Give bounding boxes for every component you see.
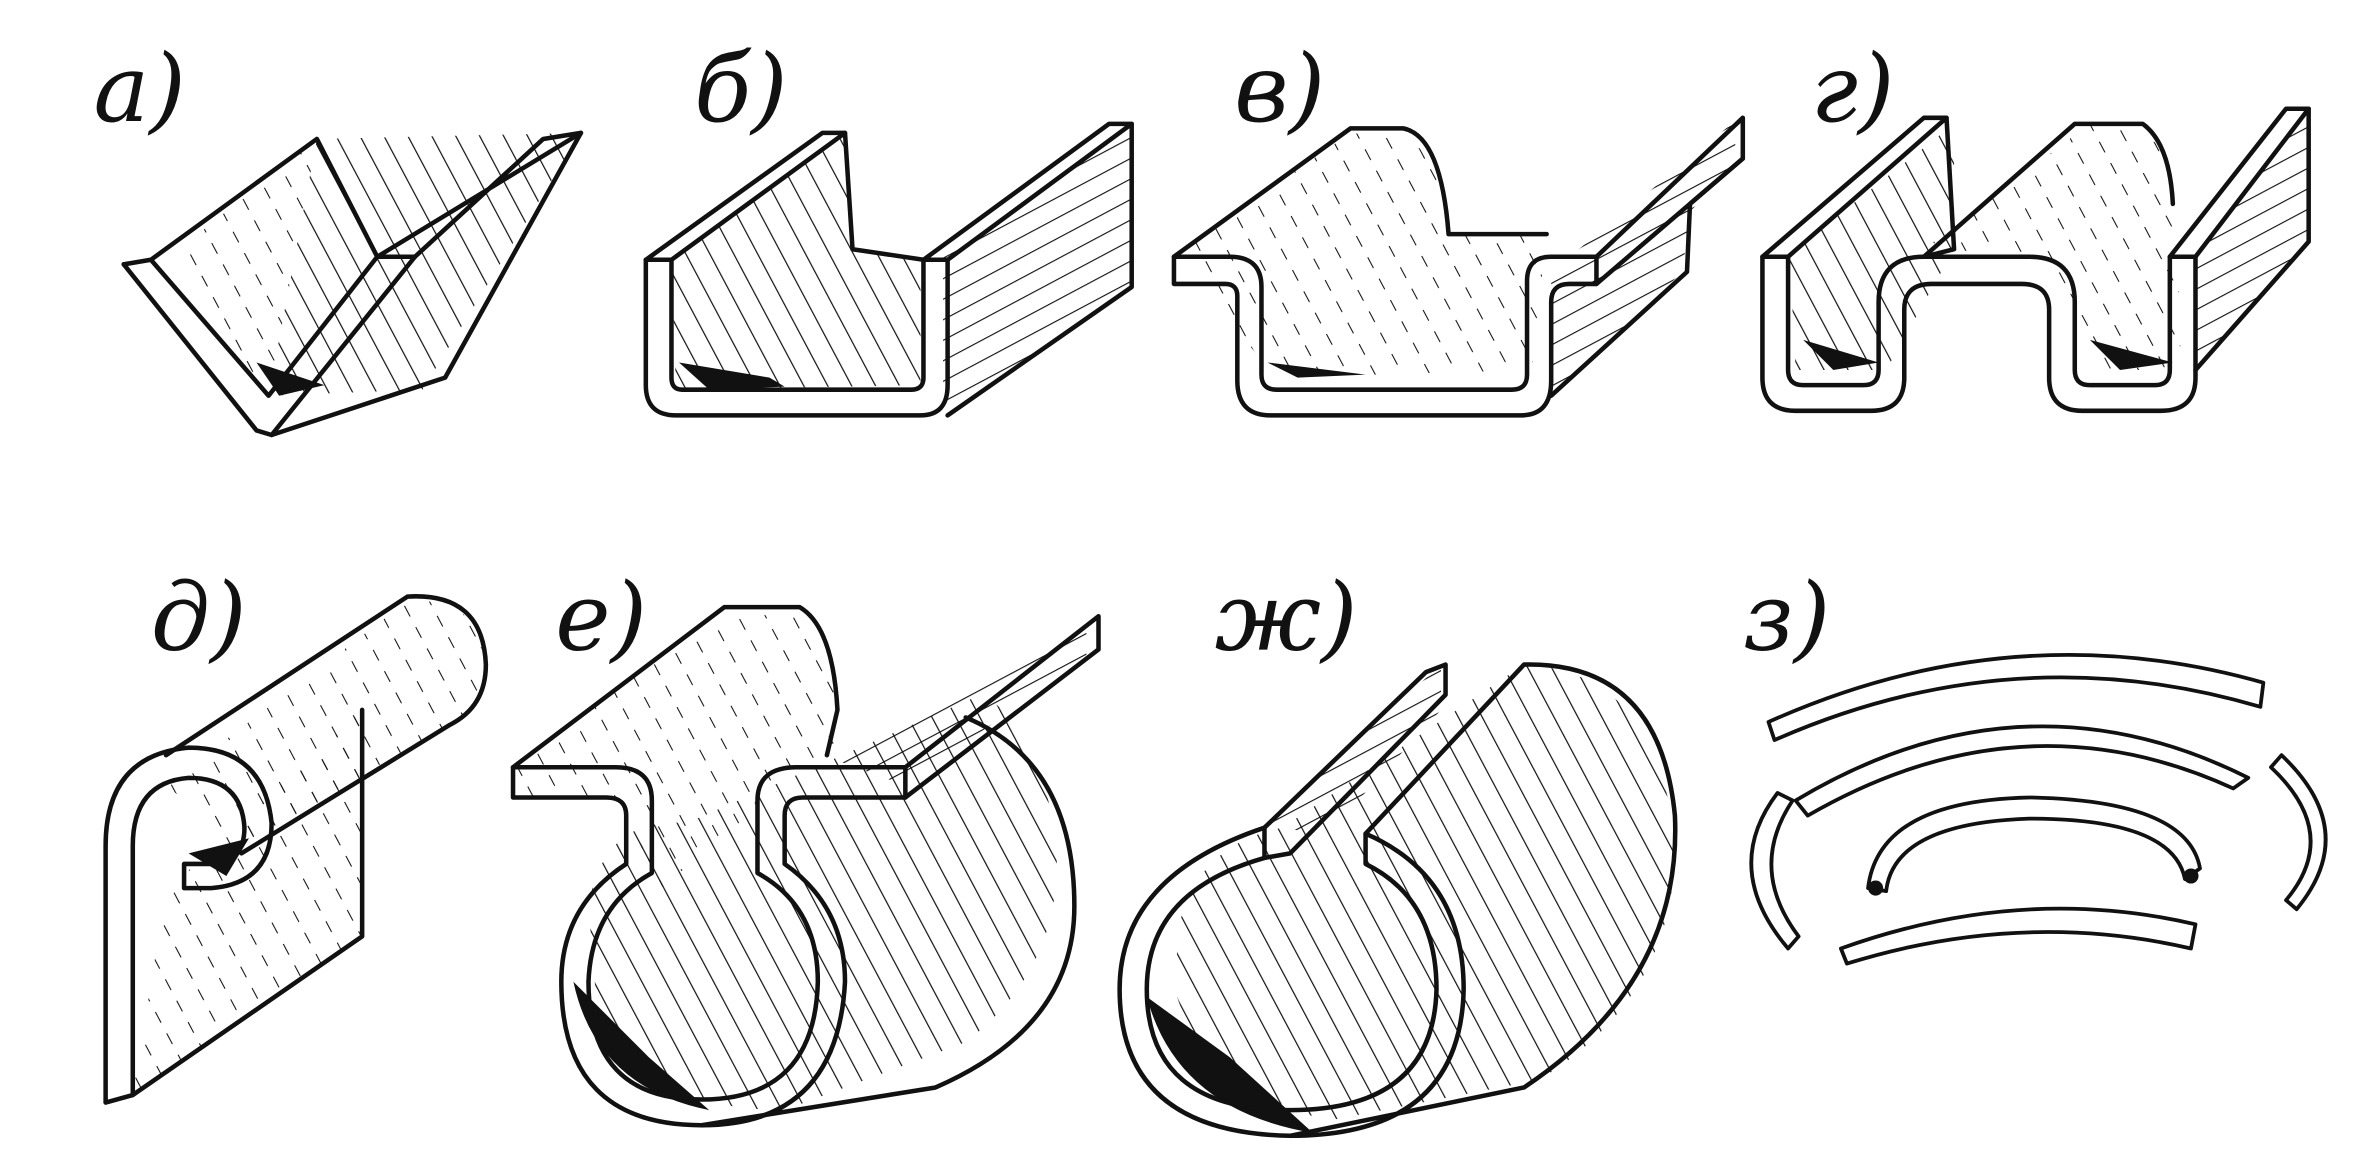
panel-g-label: г) xyxy=(1811,35,1895,144)
panel-g: г) xyxy=(1760,35,2311,414)
panel-zh-label: ж) xyxy=(1215,563,1358,672)
panel-z-label: з) xyxy=(1743,563,1831,672)
clamp-tube-icon xyxy=(510,604,1101,1128)
hat-profile-icon xyxy=(1171,115,1746,418)
panel-d-label: д) xyxy=(151,563,247,672)
panel-b-label: б) xyxy=(694,35,788,144)
slit-tube-icon xyxy=(1117,662,1678,1139)
panel-v-label: в) xyxy=(1234,35,1325,144)
panel-a: а) xyxy=(94,35,584,438)
panel-a-label: а) xyxy=(94,35,186,144)
panel-d: д) xyxy=(103,563,489,1105)
u-channel-icon xyxy=(643,121,1134,418)
curled-edge-icon xyxy=(103,594,489,1105)
panel-v: в) xyxy=(1171,35,1746,418)
panel-zh: ж) xyxy=(1117,563,1678,1139)
curved-strips-icon xyxy=(1749,652,2328,966)
panel-e: е) xyxy=(510,563,1101,1128)
panel-b: б) xyxy=(643,35,1134,418)
panel-e-label: е) xyxy=(555,563,647,672)
panel-z: з) xyxy=(1743,563,2328,966)
v-channel-icon xyxy=(121,130,584,438)
double-u-icon xyxy=(1760,106,2311,414)
